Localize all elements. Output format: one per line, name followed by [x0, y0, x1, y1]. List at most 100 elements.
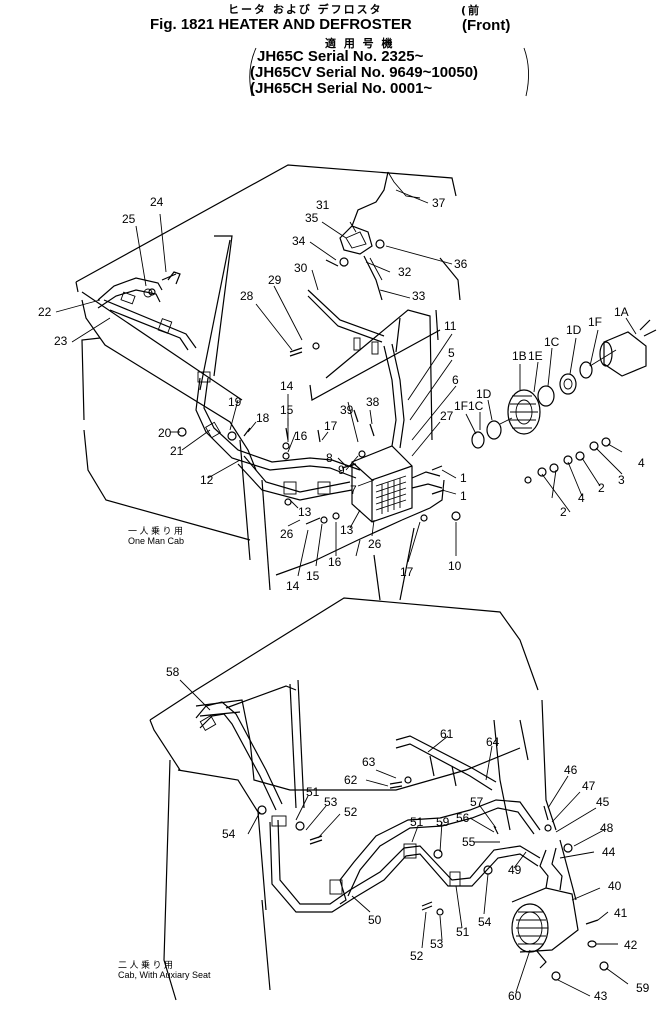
top-part-label: 28 [240, 289, 254, 303]
bottom-part-label: 58 [166, 665, 180, 679]
top-part-label: 18 [256, 411, 270, 425]
top-part-label: 14 [280, 379, 294, 393]
top-part-label: 3 [618, 473, 625, 487]
top-part-label: 8 [326, 451, 333, 465]
bottom-part-label: 45 [596, 795, 610, 809]
top-part-label: 23 [54, 334, 68, 348]
top-part-label: 1B [512, 349, 527, 363]
cab-outline-bottom [149, 597, 577, 1001]
top-part-label: 30 [294, 261, 308, 275]
top-part-label: 1F [454, 399, 468, 413]
top-part-label: 33 [412, 289, 426, 303]
top-part-label: 4 [578, 491, 585, 505]
top-part-label: 32 [398, 265, 412, 279]
top-part-label: 31 [316, 198, 330, 212]
bottom-part-label: 56 [456, 811, 470, 825]
top-part-label: 4 [638, 456, 645, 470]
top-part-label: 36 [454, 257, 468, 271]
bottom-part-label: 61 [440, 727, 454, 741]
top-part-label: 7 [350, 483, 357, 497]
bottom-part-label: 51 [306, 785, 320, 799]
bottom-part-label: 41 [614, 906, 628, 920]
bottom-part-label: 54 [222, 827, 236, 841]
top-part-label: 39 [340, 403, 354, 417]
defroster-duct-bottom [195, 679, 305, 811]
top-part-label: 10 [448, 559, 462, 573]
caption-one-man-cab-jp: 一 人 乗 り 用 [128, 526, 184, 536]
bottom-part-label: 44 [602, 845, 616, 859]
bottom-part-label: 57 [470, 795, 484, 809]
bottom-part-label: 52 [344, 805, 358, 819]
bottom-part-label: 53 [430, 937, 444, 951]
top-part-label: 17 [324, 419, 338, 433]
blower-motor-assembly [471, 319, 657, 449]
top-part-label: 2 [560, 505, 567, 519]
serial-line-1: JH65C Serial No. 2325~ [257, 48, 424, 65]
top-part-label: 12 [200, 473, 214, 487]
top-part-label: 13 [340, 523, 354, 537]
top-part-label: 17 [400, 565, 414, 579]
top-part-label: 14 [286, 579, 300, 593]
bottom-part-label: 49 [508, 863, 522, 877]
top-part-label: 1D [476, 387, 492, 401]
top-part-label: 1 [460, 471, 467, 485]
top-part-label: 11 [444, 319, 457, 333]
bottom-part-label: 62 [344, 773, 358, 787]
bottom-part-label: 60 [508, 989, 522, 1003]
bottom-part-label: 53 [324, 795, 338, 809]
bolts-bottom [257, 776, 609, 981]
serial-bracket [249, 47, 529, 97]
defroster-pipe-61 [395, 735, 497, 791]
bottom-part-label: 59 [436, 815, 450, 829]
top-part-label: 37 [432, 196, 446, 210]
front-label: (Front) [462, 17, 511, 34]
caption-one-man-cab: One Man Cab [128, 536, 185, 546]
top-part-label: 1 [460, 489, 467, 503]
top-part-label: 26 [280, 527, 294, 541]
bolts-top [148, 239, 461, 525]
bottom-part-label: 64 [486, 735, 500, 749]
caption-aux-seat-jp: 二 人 乗 り 用 [118, 960, 174, 970]
bottom-part-label: 42 [624, 938, 638, 952]
top-part-label: 1C [544, 335, 560, 349]
top-part-label: 2 [598, 481, 605, 495]
heater-hoses-bottom [269, 799, 541, 913]
bottom-part-label: 51 [410, 815, 424, 829]
top-part-label: 16 [328, 555, 342, 569]
bottom-part-label: 48 [600, 821, 614, 835]
leader-lines-bottom [179, 679, 629, 997]
defroster-duct-left [97, 271, 197, 351]
top-part-label: 15 [306, 569, 320, 583]
jp-serial-label: 適 用 号 機 [325, 37, 395, 50]
top-part-label: 5 [448, 346, 455, 360]
leader-lines-top [55, 189, 637, 577]
top-part-label: 27 [440, 409, 454, 423]
heater-hoses-top [195, 371, 361, 501]
top-part-label: 1A [614, 305, 629, 319]
bottom-part-label: 54 [478, 915, 492, 929]
top-part-label: 16 [294, 429, 308, 443]
cab-outline-top [75, 164, 461, 601]
top-part-label: 19 [228, 395, 242, 409]
bottom-part-label: 51 [456, 925, 470, 939]
top-part-label: 9 [338, 463, 345, 477]
caption-aux-seat-cab: Cab, With Auxiary Seat [118, 970, 211, 980]
bottom-part-label: 52 [410, 949, 424, 963]
top-part-label: 35 [305, 211, 319, 225]
top-part-label: 21 [170, 444, 184, 458]
top-part-label: 1E [528, 349, 543, 363]
fastener-set-top [524, 437, 611, 484]
bottom-part-label: 43 [594, 989, 608, 1003]
figure-title: Fig. 1821 HEATER AND DEFROSTER [150, 16, 412, 33]
top-part-label: 24 [150, 195, 164, 209]
top-part-label: 26 [368, 537, 382, 551]
top-part-label: 20 [158, 426, 172, 440]
bottom-part-label: 63 [362, 755, 376, 769]
jp-front-label: (前 [461, 4, 482, 17]
serial-line-2: (JH65CV Serial No. 9649~10050) [250, 64, 479, 81]
top-part-label: 22 [38, 305, 52, 319]
bottom-part-label: 50 [368, 913, 382, 927]
heater-unit-bottom [511, 847, 579, 969]
